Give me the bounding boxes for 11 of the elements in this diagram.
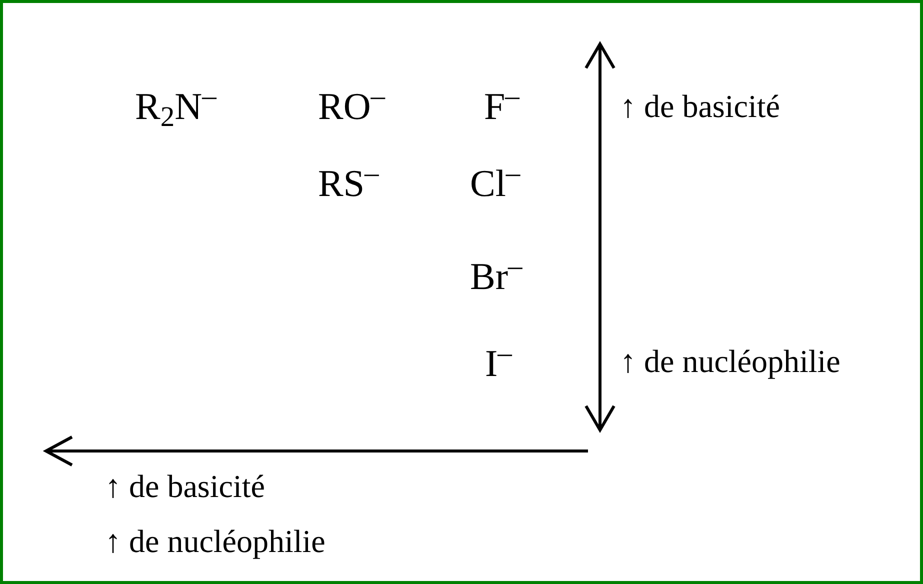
label-text: ↑ de basicité — [105, 470, 265, 502]
label-text: Cl$^{–}$ — [470, 165, 520, 203]
label-text: ↑ de basicité — [620, 90, 780, 122]
label-text: RS$^{–}$ — [318, 165, 379, 203]
label-text: ↑ de nucléophilie — [620, 345, 840, 377]
label-text: I$^{–}$ — [485, 345, 512, 383]
label-text: R$_{2}$N$^{–}$ — [135, 88, 216, 126]
label-text: ↑ de nucléophilie — [105, 525, 326, 557]
label-text: Br$^{–}$ — [470, 258, 522, 296]
label-text: RO$^{–}$ — [318, 88, 386, 126]
label-text: F$^{–}$ — [484, 88, 520, 126]
